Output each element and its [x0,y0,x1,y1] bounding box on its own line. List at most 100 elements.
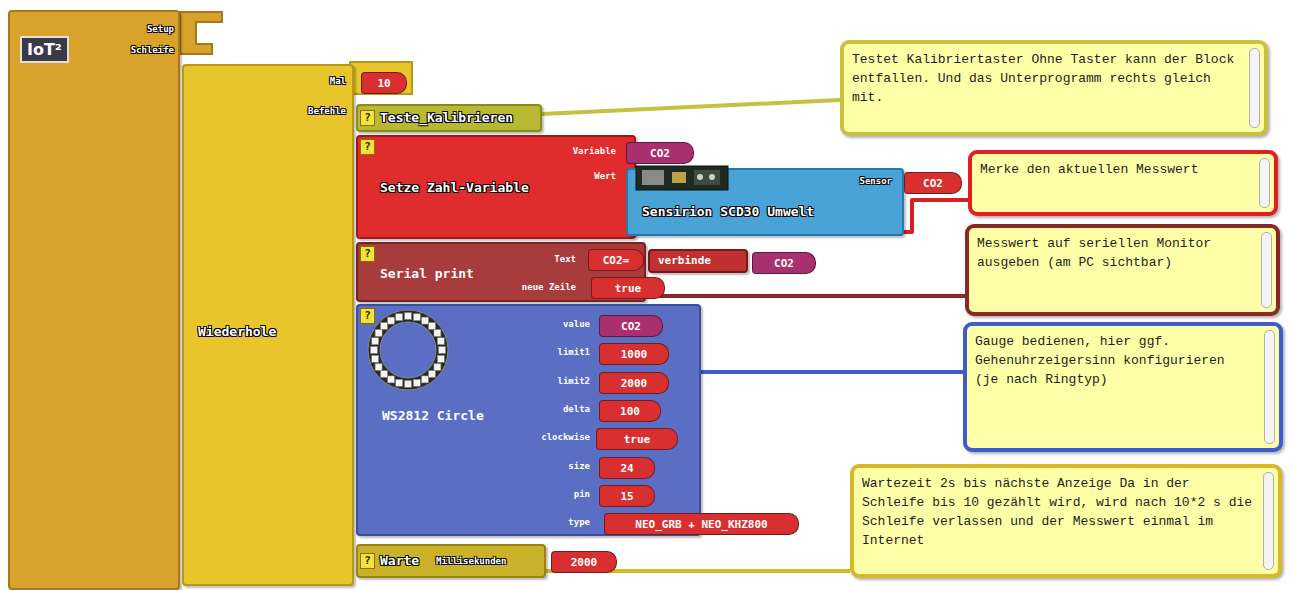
help-icon: ? [360,553,375,569]
comment-text: Merke den aktuellen Messwert [980,160,1250,179]
command-block: ?WarteMillisekunden2000 [356,544,546,578]
socket-label: type [568,517,590,527]
socket-label: Setup [147,24,174,34]
value-bubble: 100 [599,400,661,422]
block-title: Setze Zahl-Variable [380,180,529,195]
led [434,330,441,337]
socket-label: clockwise [541,432,590,442]
socket-label: size [568,461,590,471]
bubble-text: CO2= [603,254,630,267]
value-bubble: true [596,428,678,450]
leader-line [646,294,965,298]
led [437,355,444,362]
led [429,371,436,378]
led [396,314,403,321]
bubble-text: CO2 [774,257,794,270]
join-block: verbindeCO2 [648,249,748,273]
led [388,376,395,383]
bubble-text: true [624,433,651,446]
value-bubble: CO2 [904,172,962,194]
help-icon: ? [360,139,375,155]
led [413,379,420,386]
value-bubble: 2000 [551,551,617,573]
block-title: Wiederhole [198,324,276,339]
logo-text: IoT² [20,36,69,63]
socket-label: Millisekunden [436,556,506,566]
comment-box: Wartezeit 2s bis nächste Anzeige Da in d… [850,464,1282,578]
repeat-top-bar [350,62,412,94]
led [371,347,378,354]
comment-box: Testet Kalibriertaster Ohne Taster kann … [840,40,1268,136]
comment-text: Messwert auf seriellen Monitor ausgeben … [977,234,1252,272]
bubble-text: 15 [620,490,633,503]
help-icon: ? [360,308,375,324]
help-icon: ? [360,246,375,262]
variable-bubble: CO2 [599,315,663,337]
help-icon: ? [360,110,375,126]
comment-text: Testet Kalibriertaster Ohne Taster kann … [852,50,1240,107]
led [422,376,429,383]
led [381,323,388,330]
socket-label: limit2 [557,376,590,386]
socket-label: value [563,319,590,329]
comment-text: Wartezeit 2s bis nächste Anzeige Da in d… [862,474,1254,550]
command-block: ?Serial printTextneue ZeileCO2=verbindeC… [356,242,646,302]
led [372,338,379,345]
block-title: Warte [380,553,419,568]
led [396,379,403,386]
value-bubble: 2000 [599,372,669,394]
bubble-text: 100 [620,405,640,418]
socket-label: Mal [330,76,346,86]
led [388,317,395,324]
led [413,314,420,321]
led [429,323,436,330]
socket-label: Text [554,254,576,264]
value-bubble: 1000 [599,343,669,365]
comment-box: Gauge bedienen, hier ggf. Gehenuhrzeiger… [963,322,1283,452]
bubble-text: CO2 [621,320,641,333]
command-block: ?Setze Zahl-VariableVariableWertCO2Sensi… [356,135,636,239]
bubble-text: NEO_GRB + NEO_KHZ800 [635,518,767,531]
socket-label: Befehle [308,106,346,116]
bubble-text: 2000 [571,556,598,569]
led [381,371,388,378]
variable-bubble: CO2 [626,142,694,164]
bubble-text: true [615,282,642,295]
value-bubble: 10 [361,72,407,94]
bubble-text: CO2 [650,147,670,160]
socket-label: Schleife [131,45,174,55]
block-title: Teste_Kalibrieren [380,110,513,125]
repeat-block: WiederholeMalBefehle10?Teste_Kalibrieren… [182,64,354,586]
comment-text: Gauge bedienen, hier ggf. Gehenuhrzeiger… [975,332,1255,389]
comment-box: Messwert auf seriellen Monitor ausgeben … [965,224,1280,316]
sensor-chip [636,166,728,190]
socket-label: Sensor [859,176,892,186]
led [439,347,446,354]
program-block: IoT²SetupSchleifeWiederholeMalBefehle10?… [8,10,180,590]
sensor-block: Sensirion SCD30 UmweltSensorCO2 [626,168,904,236]
socket-label: limit1 [557,347,590,357]
socket-label: Wert [594,171,616,181]
leader-line [701,370,963,374]
bubble-text: CO2 [923,177,943,190]
leader-line [542,100,840,114]
bubble-text: 1000 [621,348,648,361]
bubble-text: 24 [620,462,633,475]
bubble-text: 2000 [621,377,648,390]
led [405,313,412,320]
led-ring [368,310,448,390]
led [405,381,412,388]
variable-bubble: CO2 [752,252,816,274]
led [375,330,382,337]
led [437,338,444,345]
value-bubble: NEO_GRB + NEO_KHZ800 [604,513,799,535]
setup-slot [180,12,222,54]
bubble-text: 10 [377,77,390,90]
command-block: ? Teste_Kalibrieren [356,104,542,132]
socket-label: delta [563,404,590,414]
value-bubble: CO2= [588,249,644,271]
block-title: Sensirion SCD30 Umwelt [642,204,814,219]
led [422,317,429,324]
block-title: Serial print [380,266,474,281]
